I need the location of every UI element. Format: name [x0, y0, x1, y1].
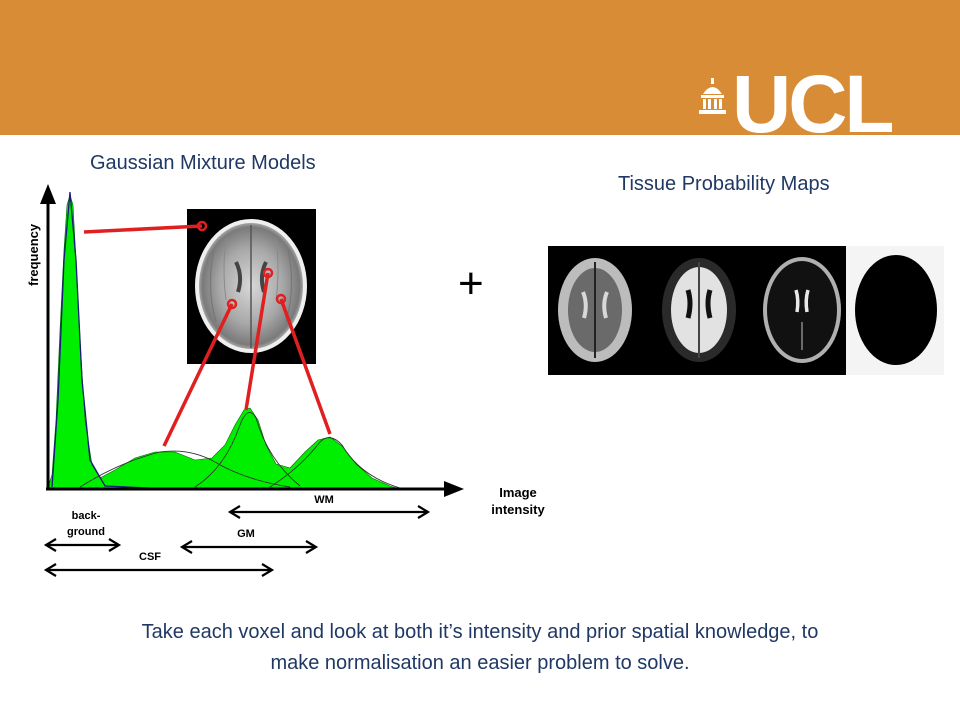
- gmm-title: Gaussian Mixture Models: [90, 152, 316, 174]
- background-gaussian-curve: [79, 450, 291, 488]
- x-axis-label-line1: Image: [499, 485, 537, 500]
- background-range-arrow: [43, 538, 122, 552]
- gm-range-label: GM: [237, 528, 255, 540]
- csf-range-arrow: [43, 563, 275, 577]
- wm-range-arrow: [227, 505, 431, 519]
- gm-range-arrow: [179, 540, 319, 554]
- plus-operator: +: [458, 259, 484, 308]
- caption: Take each voxel and look at both it’s in…: [40, 617, 920, 679]
- tissue-probability-maps: [548, 246, 944, 375]
- ucl-logo: UCL: [698, 64, 918, 146]
- csf-range-label: CSF: [139, 551, 161, 563]
- header-banner: [0, 0, 960, 135]
- wm-range-label: WM: [314, 494, 334, 506]
- wm-gaussian-curve: [269, 437, 401, 489]
- csf-gaussian-curve: [51, 191, 171, 490]
- x-axis-label-line2: intensity: [491, 502, 545, 517]
- csf-map: [763, 257, 841, 363]
- grey-matter-map: [558, 258, 632, 362]
- tpm-title: Tissue Probability Maps: [618, 173, 830, 195]
- pointer-lines: [83, 224, 332, 447]
- background-map: [855, 255, 937, 365]
- background-range-label-line1: back-: [72, 510, 101, 522]
- y-axis-label: frequency: [26, 223, 41, 286]
- background-range-label-line2: ground: [67, 526, 105, 538]
- caption-line-1: Take each voxel and look at both it’s in…: [141, 621, 819, 643]
- gm-gaussian-curve: [194, 411, 301, 488]
- logo-wordmark: UCL: [732, 59, 895, 150]
- axes: [40, 184, 464, 497]
- pointer-markers: [196, 220, 287, 310]
- portico-icon: [699, 78, 726, 114]
- caption-line-2: make normalisation an easier problem to …: [270, 652, 690, 674]
- white-matter-map: [662, 258, 736, 362]
